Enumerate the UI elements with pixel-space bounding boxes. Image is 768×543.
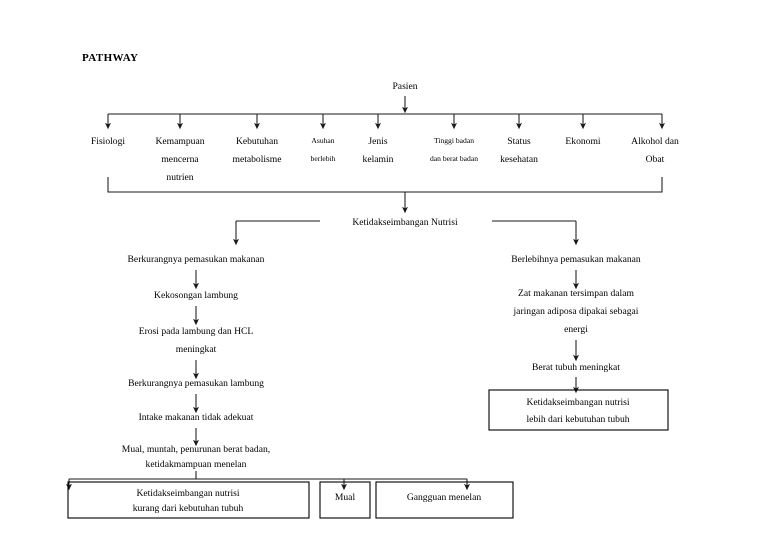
factor-5-line1: Jenis — [368, 136, 387, 147]
outcome-box-lebih-line1: Ketidakseimbangan nutrisi — [526, 397, 629, 408]
outcome-box-kurang — [67, 481, 310, 519]
outcome-box-mual — [319, 481, 371, 519]
factor-5-line2: kelamin — [363, 154, 394, 165]
factor-4-line1: Asuhan — [311, 136, 334, 145]
left-node-2-line1: Kekosongan lambung — [154, 290, 238, 301]
factor-1-line1: Fisiologi — [91, 136, 125, 147]
outcome-box-mual-line1: Mual — [335, 492, 356, 503]
right-node-3-line1: Berat tubuh meningkat — [532, 362, 620, 373]
left-node-3-line2: meningkat — [176, 344, 217, 355]
left-node-6-line1: Mual, muntah, penurunan berat badan, — [122, 444, 270, 455]
page-title: PATHWAY — [82, 52, 138, 64]
node-pasien: Pasien — [392, 81, 417, 92]
left-node-3-line1: Erosi pada lambung dan HCL — [139, 326, 254, 337]
factor-8-line1: Ekonomi — [565, 136, 601, 147]
left-node-1-line1: Berkurangnya pemasukan makanan — [128, 254, 265, 265]
outcome-box-kurang-line1: Ketidakseimbangan nutrisi — [136, 488, 239, 499]
convergence-bracket — [107, 177, 663, 193]
outcome-box-gangguan — [375, 481, 514, 519]
factor-2-line3: nutrien — [166, 172, 193, 183]
factor-7-line2: kesehatan — [500, 154, 538, 165]
node-central: Ketidakseimbangan Nutrisi — [352, 217, 458, 228]
outcome-box-lebih — [488, 389, 669, 431]
factor-9-line2: Obat — [646, 154, 665, 165]
factor-2-line1: Kemampuan — [155, 136, 204, 147]
factor-4-line2: berlebih — [311, 154, 336, 163]
right-node-1-line1: Berlebihnya pemasukan makanan — [511, 254, 641, 265]
factor-6-line2: dan berat badan — [430, 154, 478, 163]
factor-3-line1: Kebutuhan — [236, 136, 278, 147]
left-node-5-line1: Intake makanan tidak adekuat — [139, 412, 254, 423]
factor-2-line2: mencerna — [161, 154, 199, 165]
outcome-box-gangguan-line1: Gangguan menelan — [407, 492, 482, 503]
left-node-6-line2: ketidakmampuan menelan — [146, 459, 247, 470]
factor-3-line2: metabolisme — [232, 154, 281, 165]
factor-6-line1: Tinggi badan — [434, 136, 474, 145]
right-node-2-line2: jaringan adiposa dipakai sebagai — [513, 306, 639, 317]
outcome-box-lebih-line2: lebih dari kebutuhan tubuh — [526, 414, 629, 425]
right-node-2-line3: energi — [564, 324, 588, 335]
factor-9-line1: Alkohol dan — [631, 136, 679, 147]
left-node-4-line1: Berkurangnya pemasukan lambung — [128, 378, 264, 389]
outcome-box-kurang-line2: kurang dari kebutuhan tubuh — [133, 503, 244, 514]
factor-7-line1: Status — [507, 136, 531, 147]
right-node-2-line1: Zat makanan tersimpan dalam — [518, 288, 634, 299]
